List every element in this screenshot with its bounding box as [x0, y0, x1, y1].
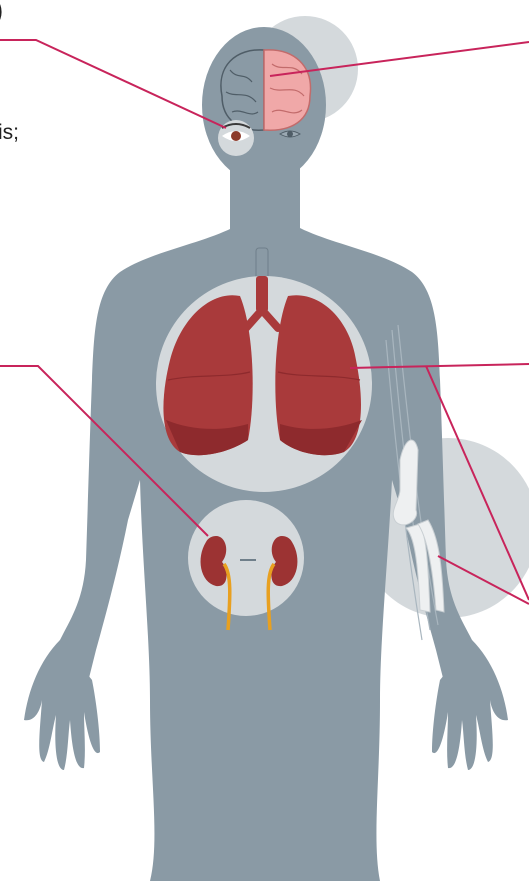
callout-line-eye: [0, 40, 226, 128]
partial-label-top: ): [0, 0, 3, 24]
lungs-icon: [156, 276, 372, 492]
brain-icon: [221, 50, 311, 130]
partial-label-left: is;: [0, 122, 19, 143]
